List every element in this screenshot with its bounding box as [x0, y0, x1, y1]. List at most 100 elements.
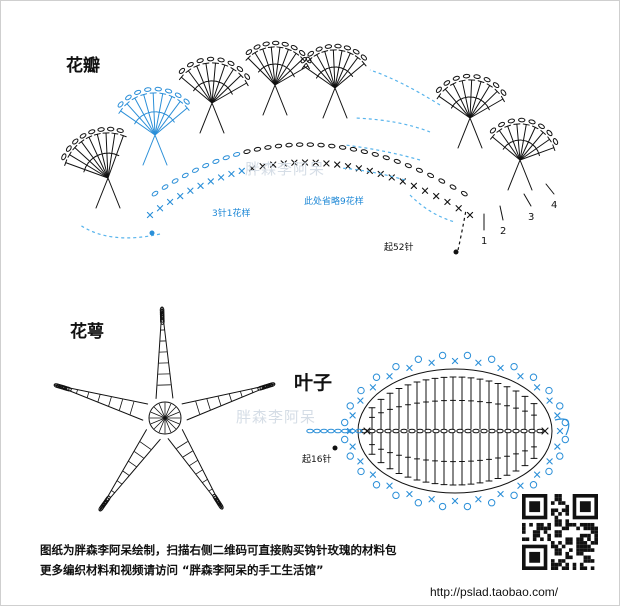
sc-stitch: [388, 174, 395, 181]
qr-module: [550, 562, 555, 567]
dc-bar: [274, 63, 281, 66]
picot: [372, 373, 381, 381]
dc-top: [496, 128, 503, 133]
qr-module: [587, 526, 591, 531]
qr-module: [547, 533, 551, 538]
sc-stitch: [554, 412, 561, 419]
dc-top: [450, 82, 457, 86]
calyx-stitch: [206, 398, 211, 410]
qr-module: [594, 530, 598, 534]
qr-module: [522, 522, 526, 527]
dc-stitch: [107, 177, 121, 209]
sc-stitch: [386, 482, 393, 489]
dc-top: [221, 63, 229, 67]
chain-stitch: [488, 428, 496, 434]
dc-stitch: [211, 74, 242, 104]
sc-stitch: [334, 161, 341, 168]
sc-stitch: [517, 373, 524, 380]
dc-stitch: [461, 80, 471, 119]
dc-stitch: [247, 57, 276, 86]
dc-bar: [318, 70, 324, 75]
dc-bar: [510, 140, 517, 143]
sc-stitch: [406, 490, 413, 498]
dc-bar: [348, 72, 354, 77]
dc-bar: [340, 67, 347, 71]
qr-module: [565, 541, 570, 545]
dc-bar: [261, 65, 267, 70]
calyx-stitch: [105, 499, 108, 502]
chain-stitch: [116, 128, 124, 133]
sc-stitch: [386, 373, 393, 380]
sc-stitch: [369, 384, 377, 391]
dc-top: [202, 62, 210, 65]
picot: [414, 355, 423, 363]
row-number: 1: [481, 236, 488, 247]
sc-stitch: [533, 384, 541, 391]
chain-stitch: [400, 428, 408, 434]
chain-stitch: [349, 146, 358, 152]
dc-stitch: [211, 62, 216, 104]
dc-top: [489, 134, 495, 140]
dc-top: [111, 132, 119, 135]
calyx-stitch: [111, 490, 115, 494]
dc-top: [259, 47, 267, 51]
qr-module: [565, 555, 570, 560]
qr-module: [587, 559, 591, 563]
qr-module: [558, 559, 562, 563]
footer-text: 图纸为胖森李阿呆绘制，扫描右侧二维码可直接购买钩针玫瑰的材料包: [40, 543, 397, 557]
dc-stitch: [334, 52, 351, 89]
dc-bar: [108, 152, 115, 155]
qr-module: [561, 526, 566, 531]
chain-stitch: [528, 119, 536, 125]
qr-module: [569, 541, 573, 545]
chain-stitch: [327, 428, 335, 434]
qr-module: [583, 555, 588, 560]
dc-stitch: [254, 52, 276, 86]
calyx-stitch: [86, 391, 90, 398]
dc-stitch: [65, 162, 109, 179]
chain-stitch: [164, 88, 173, 94]
chain-stitch: [98, 504, 105, 512]
chain-stitch: [222, 155, 230, 161]
qr-module: [558, 494, 562, 498]
watermark: 胖森李阿呆: [236, 408, 317, 426]
chain-stitch: [424, 428, 432, 434]
chain-stitch: [300, 56, 307, 64]
qr-module: [572, 566, 577, 570]
dc-stitch: [469, 81, 482, 119]
qr-code-icon: [522, 494, 598, 570]
sc-stitch: [475, 496, 482, 503]
chain-stitch: [232, 151, 241, 157]
dc-stitch: [143, 94, 156, 136]
qr-module: [543, 526, 548, 531]
picot: [529, 373, 538, 381]
dc-stitch: [211, 64, 226, 104]
picot: [438, 502, 447, 511]
sc-stitch: [187, 187, 194, 194]
chain-stitch: [268, 382, 276, 388]
dc-bar: [196, 83, 202, 88]
chain-stitch: [144, 87, 152, 92]
qr-module: [583, 541, 588, 545]
center-stitch: [158, 403, 166, 419]
qr-module: [590, 548, 595, 552]
dc-top: [313, 52, 320, 57]
chain-stitch: [174, 92, 182, 99]
sc-stitch: [217, 174, 225, 181]
arrow: [545, 183, 555, 195]
center-stitch: [153, 417, 166, 430]
dc-top: [230, 67, 237, 72]
shop-url[interactable]: http://pslad.taobao.com/: [430, 585, 559, 599]
chain-stitch: [404, 163, 412, 169]
qr-module: [522, 537, 526, 542]
center-stitch: [153, 406, 166, 419]
dc-stitch: [274, 84, 288, 116]
chain-stitch: [460, 190, 468, 197]
sc-stitch: [156, 205, 164, 212]
picot: [510, 362, 518, 371]
dc-stitch: [211, 82, 248, 104]
chain-stitch: [315, 46, 323, 52]
qr-module: [558, 497, 562, 502]
dc-bar: [506, 141, 512, 146]
center-stitch: [164, 406, 177, 419]
